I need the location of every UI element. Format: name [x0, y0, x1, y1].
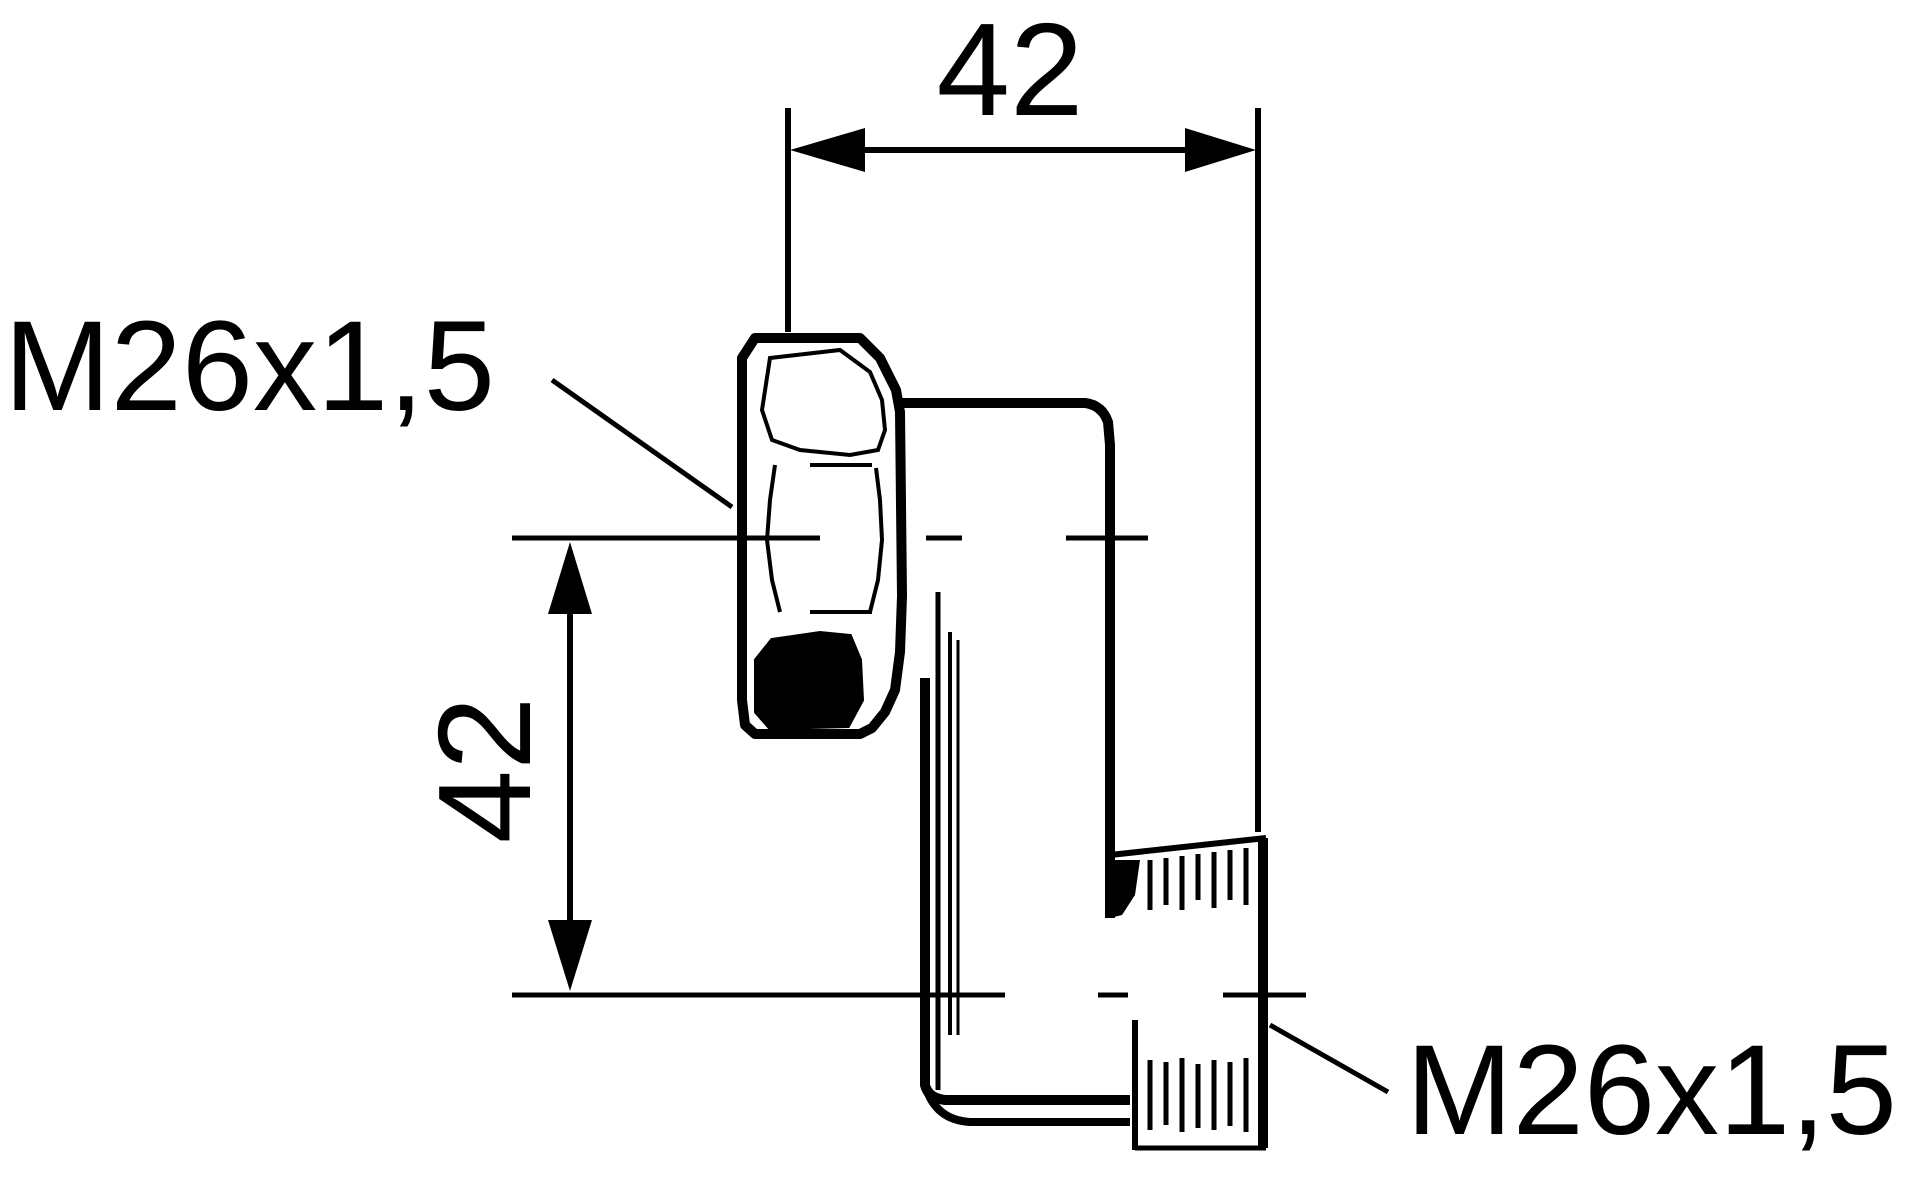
horizontal-dimension: 42 [785, 0, 1261, 832]
thread-callout-bottom: M26x1,5 [1268, 1019, 1897, 1162]
dimension-vertical-value: 42 [411, 697, 558, 844]
lower-thread-section [1132, 1020, 1266, 1151]
vertical-dimension: 42 [411, 535, 1306, 998]
dimension-horizontal-value: 42 [937, 0, 1084, 143]
thread-teeth-upper [1147, 848, 1249, 910]
hex-nut-upper-face [759, 347, 888, 458]
thread-teeth-lower [1147, 1058, 1249, 1132]
hex-nut-body [737, 333, 907, 739]
arrowhead-top [548, 542, 592, 614]
leader-line-bottom [1268, 1022, 1390, 1095]
arrowhead-left [790, 128, 865, 172]
leader-line-top [550, 377, 734, 510]
thread-callout-top: M26x1,5 [4, 295, 734, 510]
part-outline [737, 333, 1268, 1151]
hex-nut-right-flat [868, 467, 885, 613]
thread-label-top: M26x1,5 [4, 295, 495, 438]
thread-root-fill-upper [1110, 860, 1140, 918]
lower-arm-shadow [921, 1083, 1130, 1126]
hex-nut-left-flat [764, 464, 782, 613]
arrowhead-bottom [548, 920, 592, 991]
hex-nut-lower-face [754, 630, 865, 731]
upper-arm [902, 398, 1115, 918]
thread-label-bottom: M26x1,5 [1406, 1019, 1897, 1162]
lower-stem [920, 678, 1130, 1105]
upper-thread-section [1109, 835, 1268, 1148]
arrowhead-right [1185, 128, 1256, 172]
thread-crest-upper [1109, 835, 1267, 858]
